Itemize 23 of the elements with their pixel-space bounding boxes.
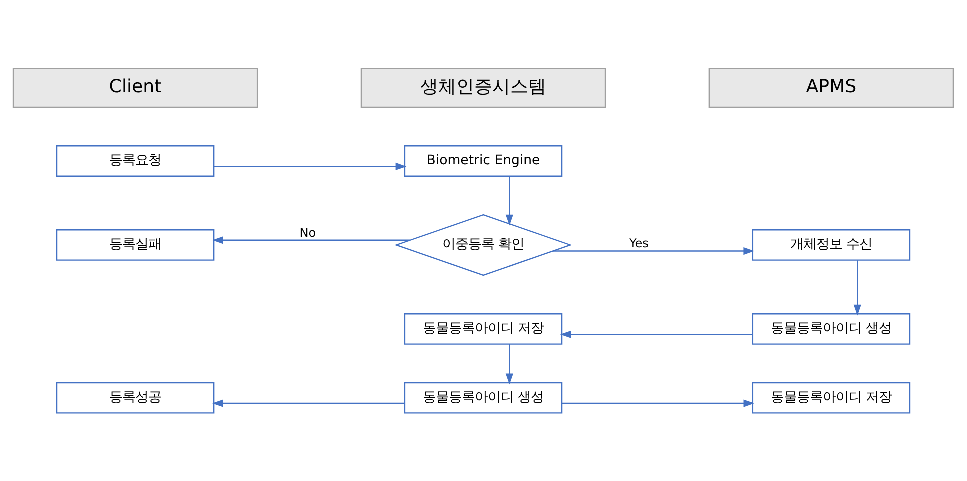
arrow [212,399,405,407]
node-box: 등록요청 [56,145,215,176]
arrow [506,344,514,384]
node-box: 동물등록아이디 생성 [752,313,911,344]
node-box: APMS [708,68,954,108]
node-box: 동물등록아이디 생성 [404,382,563,414]
arrow [562,399,755,407]
node-box: 개체정보 수신 [752,229,911,260]
node-box: Biometric Engine [404,145,563,176]
node-box: 생체인증시스템 [360,68,606,108]
arrow [214,162,407,170]
arrow [554,246,755,255]
node-box: Client [12,68,258,108]
edge-label: Yes [629,236,649,250]
arrow [212,236,410,244]
arrow [560,330,752,338]
node-box: 등록성공 [56,382,215,414]
node-box: 동물등록아이디 저장 [752,382,911,414]
node-box: 동물등록아이디 저장 [404,313,563,344]
arrow [506,176,514,226]
edge-label: No [300,225,316,240]
node-box: 등록실패 [56,229,215,260]
arrow [854,260,862,316]
